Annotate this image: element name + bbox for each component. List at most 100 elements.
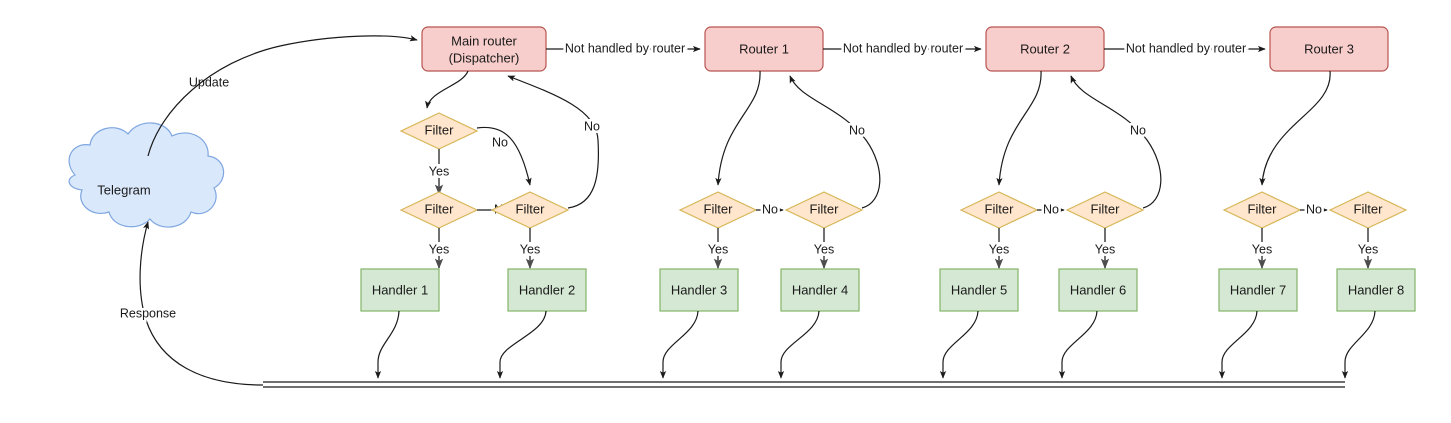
handler-handler-1-label: Handler 1 bbox=[372, 282, 428, 297]
edge-router3-to-filter-3a bbox=[1259, 70, 1331, 186]
edge-handler-4-to-bus bbox=[777, 310, 820, 379]
filter-filter-3a-label: Filter bbox=[1248, 201, 1278, 216]
filter-filter-3a[interactable]: Filter bbox=[1222, 191, 1302, 229]
router-router-3[interactable]: Router 3 bbox=[1269, 26, 1389, 72]
label-response: Response bbox=[120, 306, 176, 320]
router-router-1[interactable]: Router 1 bbox=[704, 26, 824, 72]
handler-handler-3[interactable]: Handler 3 bbox=[659, 268, 739, 312]
edge-mainrouter-to-filter-a bbox=[425, 70, 469, 109]
handler-handler-6[interactable]: Handler 6 bbox=[1058, 268, 1138, 312]
edge-bus-to-telegram-response bbox=[139, 221, 264, 386]
handler-handler-7-box bbox=[1218, 268, 1298, 312]
router-router-3-box bbox=[1269, 26, 1389, 72]
label-not-handled-1: Not handled by router bbox=[565, 41, 685, 55]
label-no-2a: No bbox=[1043, 202, 1059, 216]
filter-filter-a-shape bbox=[399, 112, 479, 150]
handler-handler-5-box bbox=[939, 268, 1019, 312]
filter-filter-1a[interactable]: Filter bbox=[678, 191, 758, 229]
router-main-router-label-line2: (Dispatcher) bbox=[449, 50, 520, 65]
filter-filter-c[interactable]: Filter bbox=[490, 191, 570, 229]
filter-filter-2a-label: Filter bbox=[985, 201, 1015, 216]
filter-filter-b[interactable]: Filter bbox=[399, 191, 479, 229]
telegram-cloud[interactable]: Telegram bbox=[68, 122, 225, 228]
filter-filter-1b-shape bbox=[784, 191, 864, 229]
filter-filter-3b-shape bbox=[1328, 191, 1408, 229]
handler-handler-1-box bbox=[360, 268, 440, 312]
filter-filter-c-shape bbox=[490, 191, 570, 229]
handler-handler-7-label: Handler 7 bbox=[1230, 282, 1286, 297]
filter-filter-1b-label: Filter bbox=[810, 201, 840, 216]
edge-handler-2-to-bus bbox=[496, 310, 547, 379]
filter-filter-2b-shape bbox=[1065, 191, 1145, 229]
filter-filter-2a[interactable]: Filter bbox=[959, 191, 1039, 229]
label-yes-a: Yes bbox=[429, 164, 449, 178]
label-yes-3b: Yes bbox=[1358, 242, 1378, 256]
label-no-a: No bbox=[492, 135, 508, 149]
label-yes-2b: Yes bbox=[1095, 242, 1115, 256]
handler-handler-2-label: Handler 2 bbox=[519, 282, 575, 297]
handler-handler-8-box bbox=[1336, 268, 1416, 312]
handler-handler-6-label: Handler 6 bbox=[1070, 282, 1126, 297]
edge-router1-to-filter-1a bbox=[715, 70, 761, 186]
handler-handler-2[interactable]: Handler 2 bbox=[507, 268, 587, 312]
handler-handler-3-box bbox=[659, 268, 739, 312]
handler-handler-8[interactable]: Handler 8 bbox=[1336, 268, 1416, 312]
router-router-2[interactable]: Router 2 bbox=[985, 26, 1105, 72]
label-yes-1a: Yes bbox=[708, 242, 728, 256]
filter-filter-2b[interactable]: Filter bbox=[1065, 191, 1145, 229]
handler-handler-7[interactable]: Handler 7 bbox=[1218, 268, 1298, 312]
edge-filter-1b-no-to-router1 bbox=[789, 75, 881, 209]
handler-handler-4[interactable]: Handler 4 bbox=[780, 268, 860, 312]
filter-filter-b-label: Filter bbox=[425, 201, 455, 216]
label-no-2b: No bbox=[1130, 123, 1146, 137]
edge-telegram-to-mainrouter bbox=[147, 35, 418, 157]
cloud-label: Telegram bbox=[97, 182, 150, 197]
label-update: Update bbox=[189, 75, 229, 89]
router-main-router-label-line1: Main router bbox=[451, 33, 517, 48]
edge-filter-2b-no-to-router2 bbox=[1070, 75, 1162, 209]
filter-filter-c-label: Filter bbox=[516, 201, 546, 216]
filter-filter-a-label: Filter bbox=[425, 122, 455, 137]
handler-handler-3-label: Handler 3 bbox=[671, 282, 727, 297]
edge-handler-1-to-bus bbox=[374, 310, 400, 379]
label-yes-c: Yes bbox=[520, 242, 540, 256]
label-not-handled-2: Not handled by router bbox=[843, 41, 963, 55]
cloud-shape bbox=[68, 122, 225, 228]
router-router-3-label: Router 3 bbox=[1304, 41, 1354, 56]
edge-handler-5-to-bus bbox=[939, 310, 979, 379]
handler-handler-5[interactable]: Handler 5 bbox=[939, 268, 1019, 312]
label-no-c: No bbox=[584, 119, 600, 133]
label-no-3a: No bbox=[1306, 202, 1322, 216]
edge-filter-c-no-to-mainrouter bbox=[507, 75, 600, 209]
edge-router2-to-filter-2a bbox=[996, 70, 1042, 186]
label-not-handled-3: Not handled by router bbox=[1126, 41, 1246, 55]
edge-filter-a-no bbox=[476, 126, 532, 186]
router-main-router[interactable]: Main router (Dispatcher) bbox=[421, 26, 547, 72]
label-no-1b: No bbox=[849, 123, 865, 137]
handler-handler-6-box bbox=[1058, 268, 1138, 312]
label-yes-3a: Yes bbox=[1252, 242, 1272, 256]
filter-filter-2b-label: Filter bbox=[1091, 201, 1121, 216]
handler-handler-1[interactable]: Handler 1 bbox=[360, 268, 440, 312]
filter-filter-a[interactable]: Filter bbox=[399, 112, 479, 150]
router-router-1-label: Router 1 bbox=[739, 41, 789, 56]
edge-handler-3-to-bus bbox=[659, 310, 699, 379]
filter-filter-1a-label: Filter bbox=[704, 201, 734, 216]
label-no-1a: No bbox=[762, 202, 778, 216]
handler-handler-2-box bbox=[507, 268, 587, 312]
filter-filter-1b[interactable]: Filter bbox=[784, 191, 864, 229]
handler-handler-4-box bbox=[780, 268, 860, 312]
label-yes-2a: Yes bbox=[989, 242, 1009, 256]
edge-handler-8-to-bus bbox=[1341, 310, 1376, 379]
edge-handler-7-to-bus bbox=[1218, 310, 1258, 379]
filter-filter-3b[interactable]: Filter bbox=[1328, 191, 1408, 229]
edge-handler-6-to-bus bbox=[1058, 310, 1098, 379]
handler-handler-8-label: Handler 8 bbox=[1348, 282, 1404, 297]
handler-handler-5-label: Handler 5 bbox=[951, 282, 1007, 297]
label-yes-1b: Yes bbox=[814, 242, 834, 256]
handler-handler-4-label: Handler 4 bbox=[792, 282, 848, 297]
filter-filter-3b-label: Filter bbox=[1354, 201, 1384, 216]
label-yes-b: Yes bbox=[429, 242, 449, 256]
